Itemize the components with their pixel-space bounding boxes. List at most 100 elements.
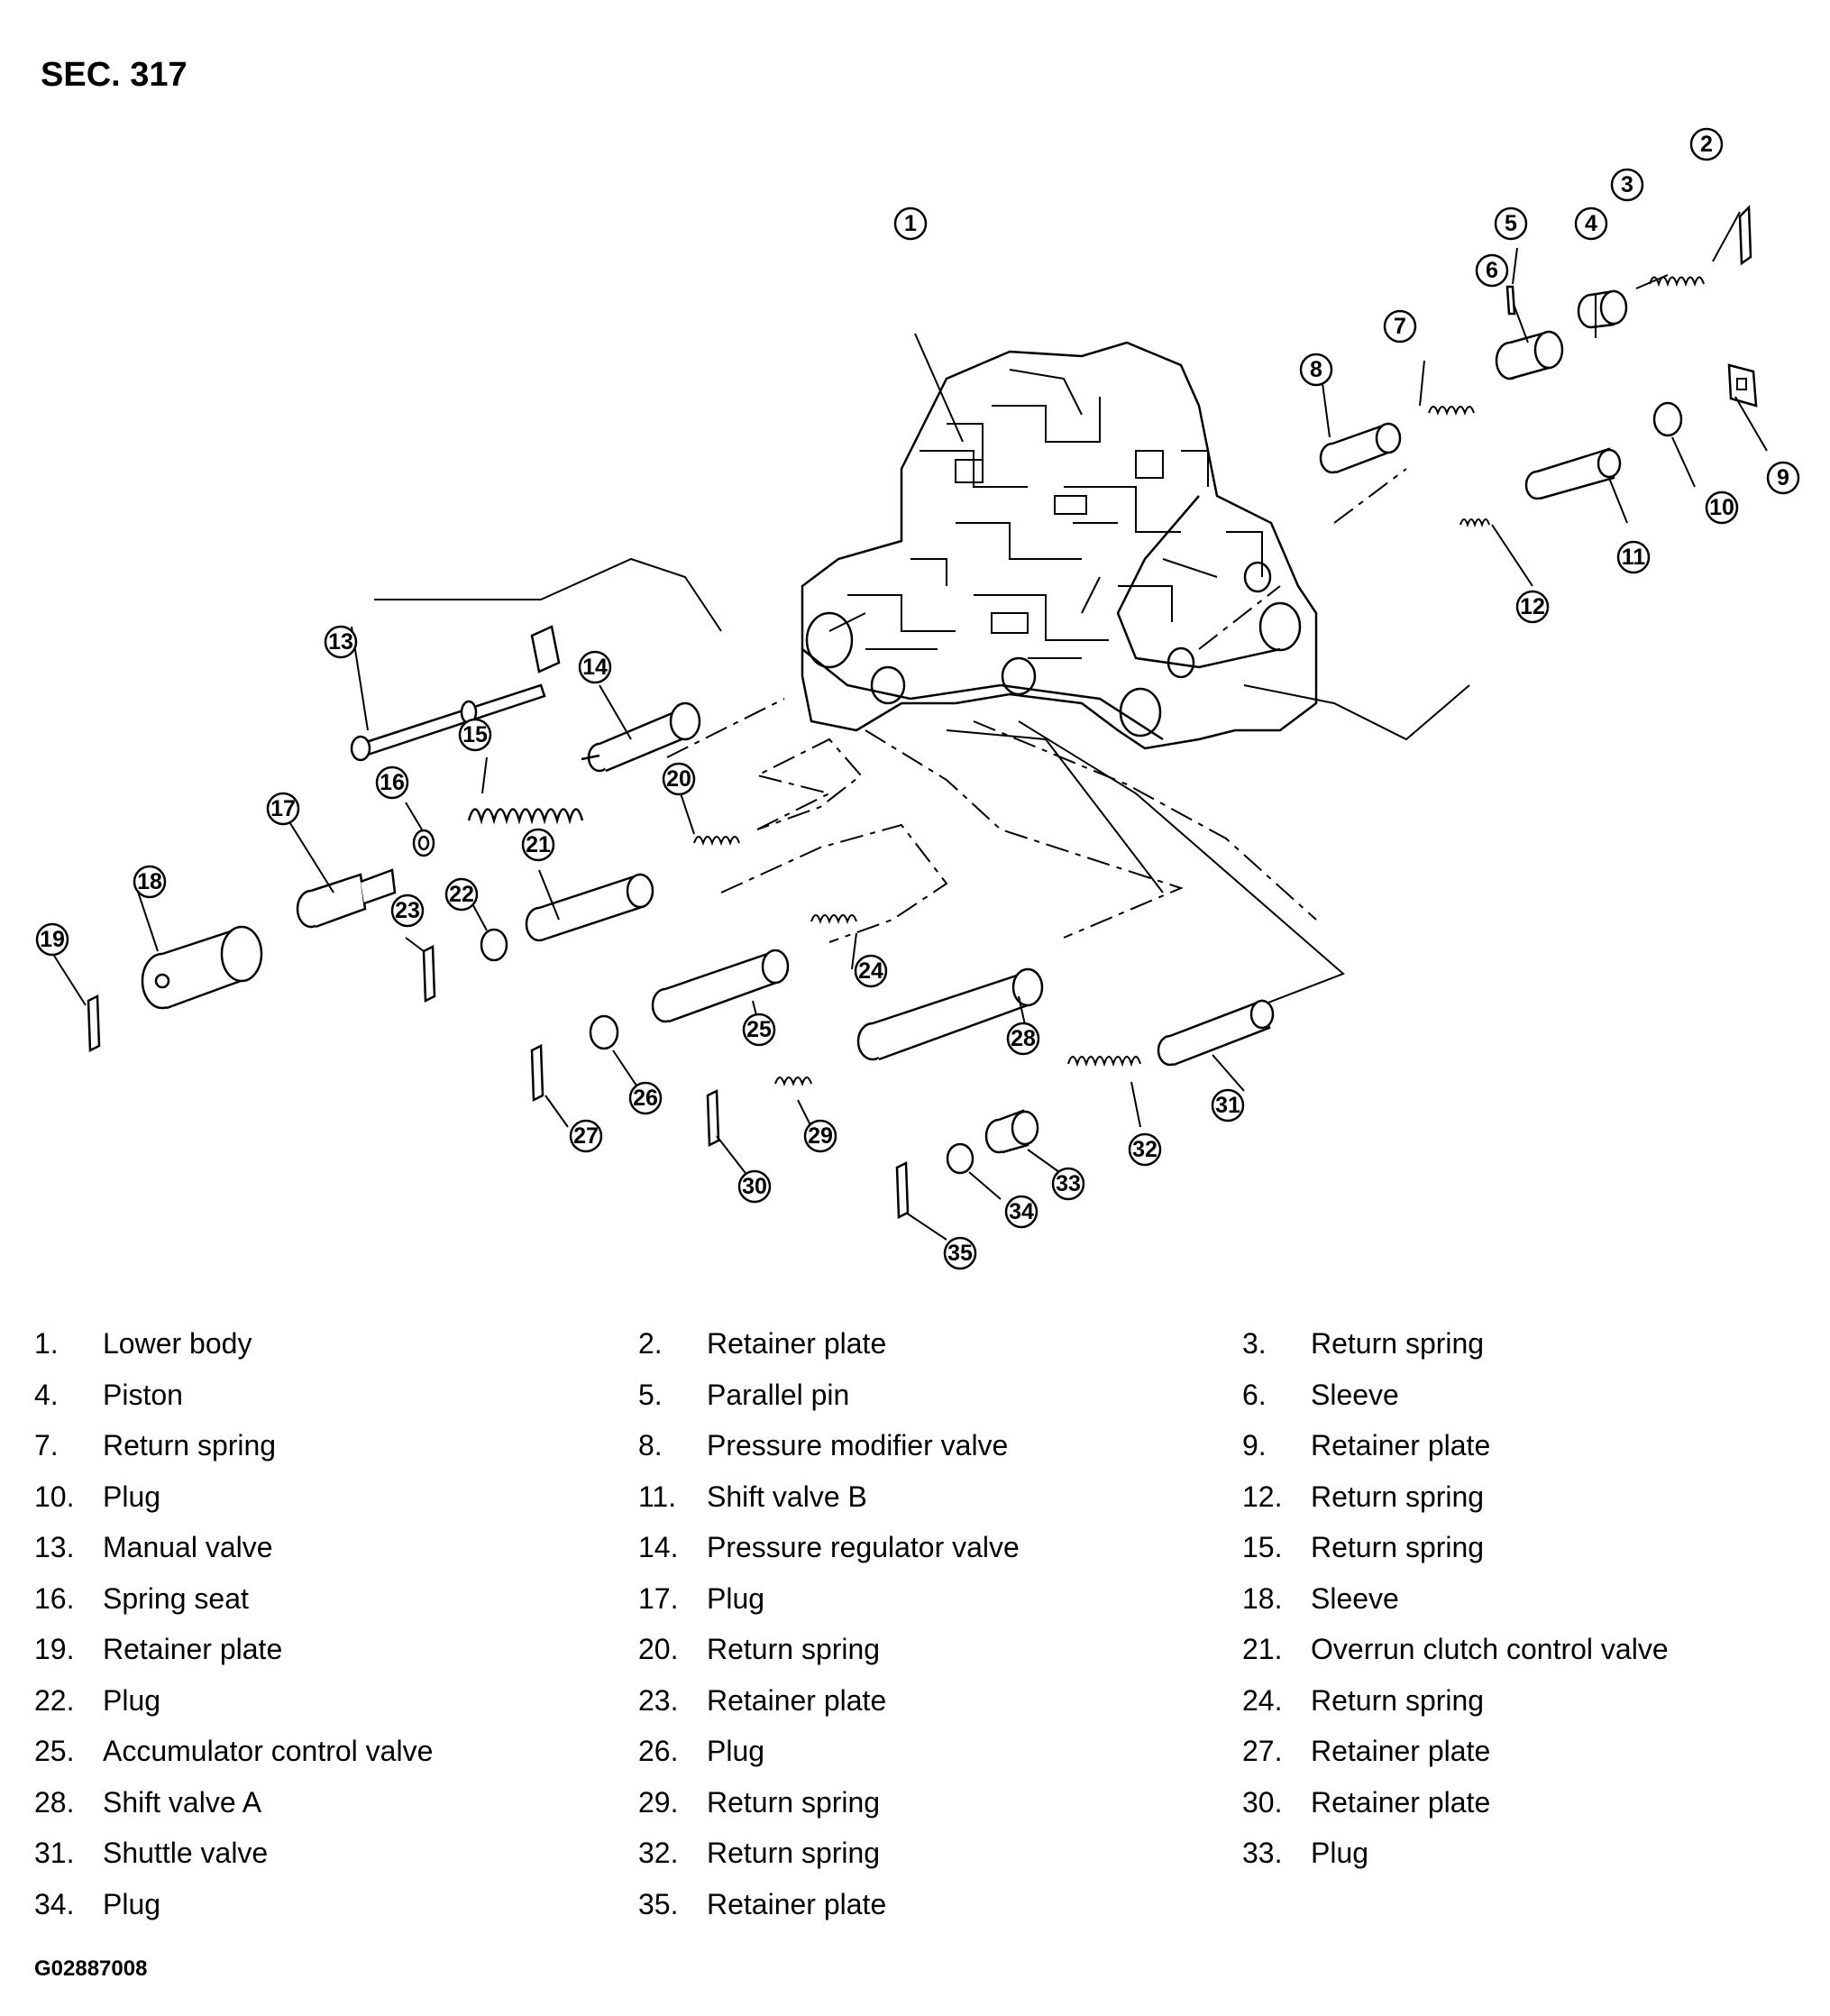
legend-number: 28. <box>34 1785 75 1819</box>
legend-text: Retainer plate <box>1311 1785 1491 1819</box>
legend-number: 8. <box>638 1429 663 1462</box>
legend-item: 21.Overrun clutch control valve <box>1242 1624 1801 1675</box>
legend-text: Parallel pin <box>707 1378 850 1411</box>
legend-item: 11.Shift valve B <box>638 1471 1242 1523</box>
legend-text: Sleeve <box>1311 1581 1399 1615</box>
legend-item: 26. Plug <box>638 1726 1242 1777</box>
legend-text: Shift valve A <box>103 1785 262 1819</box>
callout-30: 30 <box>737 1169 772 1204</box>
legend-text: Pressure regulator valve <box>707 1531 1020 1563</box>
legend-text: Return spring <box>103 1429 277 1462</box>
callout-1: 1 <box>893 206 928 241</box>
callout-2: 2 <box>1689 127 1724 161</box>
callout-circle <box>133 865 167 899</box>
callout-circle <box>1766 461 1800 495</box>
callout-13: 13 <box>324 625 358 659</box>
callout-12: 12 <box>1515 590 1550 624</box>
legend-text: Plug <box>707 1735 765 1767</box>
callout-circle <box>1299 353 1333 387</box>
legend-text: Retainer plate <box>707 1327 887 1360</box>
legend-text: Return spring <box>707 1633 881 1665</box>
callout-number: 34 <box>1009 1199 1034 1224</box>
callout-number: 22 <box>449 882 474 907</box>
callout-circle <box>1515 590 1550 624</box>
legend-item: 22.Plug <box>34 1675 638 1727</box>
callout-number: 31 <box>1215 1093 1240 1118</box>
legend-text: Retainer plate <box>1311 1429 1491 1462</box>
legend-number: 11. <box>638 1480 677 1513</box>
callout-number: 28 <box>1011 1026 1036 1051</box>
legend-number: 18. <box>1242 1581 1283 1615</box>
callout-21: 21 <box>521 828 555 862</box>
callout-number: 35 <box>947 1241 973 1266</box>
callout-number: 13 <box>328 629 353 655</box>
callout-11: 11 <box>1616 540 1651 574</box>
callout-25: 25 <box>742 1013 776 1047</box>
callout-32: 32 <box>1128 1132 1162 1167</box>
callout-number: 7 <box>1394 314 1406 339</box>
legend-text: Plug <box>707 1581 765 1615</box>
callout-15: 15 <box>458 718 492 752</box>
legend-number: 26. <box>638 1735 679 1767</box>
legend-text: Retainer plate <box>103 1633 283 1665</box>
callout-circle <box>1006 1022 1040 1056</box>
legend-item: 20.Return spring <box>638 1624 1242 1675</box>
legend-number: 24. <box>1242 1683 1283 1717</box>
legend-item: 25.Accumulator control valve <box>34 1726 638 1777</box>
callout-circle <box>628 1081 663 1115</box>
callout-circle <box>1383 309 1417 344</box>
legend-number: 21. <box>1242 1633 1283 1665</box>
callout-circle <box>390 893 425 928</box>
legend-item: 2.Retainer plate <box>638 1318 1242 1370</box>
callout-circle <box>662 762 696 796</box>
legend-number: 31. <box>34 1837 75 1869</box>
legend-number: 10. <box>34 1480 75 1513</box>
callout-28: 28 <box>1006 1022 1040 1056</box>
callout-circle <box>854 954 888 988</box>
legend-text: Plug <box>103 1480 161 1513</box>
callout-circle <box>444 877 479 912</box>
callout-number: 33 <box>1056 1171 1081 1196</box>
legend-item: 30.Retainer plate <box>1242 1777 1801 1828</box>
callout-circle <box>1616 540 1651 574</box>
callout-7: 7 <box>1383 309 1417 344</box>
parts-legend: 1.Lower body 2.Retainer plate 3.Return s… <box>34 1318 1801 1929</box>
legend-item: 15.Return spring <box>1242 1522 1801 1573</box>
callout-circle <box>1494 206 1528 241</box>
callout-6: 6 <box>1475 253 1509 288</box>
legend-text: Accumulator control valve <box>103 1735 434 1767</box>
legend-item: 13.Manual valve <box>34 1522 638 1573</box>
legend-text: Plug <box>103 1887 161 1920</box>
callout-circle <box>1051 1167 1085 1201</box>
callout-number: 23 <box>395 898 420 923</box>
legend-text: Shuttle valve <box>103 1837 269 1869</box>
callout-number: 27 <box>573 1123 599 1149</box>
callout-number: 24 <box>858 958 883 984</box>
legend-text: Manual valve <box>103 1531 273 1563</box>
callout-circle <box>1004 1195 1039 1229</box>
callout-number: 18 <box>137 869 162 894</box>
callout-number: 3 <box>1621 172 1633 197</box>
exploded-valve-body-diagram: 1234567891011121314151617181920212223242… <box>35 127 1800 1270</box>
callout-number: 6 <box>1486 258 1498 283</box>
callout-4: 4 <box>1574 206 1608 241</box>
callout-circle <box>1475 253 1509 288</box>
legend-number: 14. <box>638 1531 679 1563</box>
callout-18: 18 <box>133 865 167 899</box>
callout-number: 25 <box>746 1017 772 1042</box>
legend-number: 29. <box>638 1785 679 1819</box>
legend-text: Return spring <box>707 1785 881 1819</box>
legend-text: Retainer plate <box>707 1887 887 1920</box>
legend-number: 4. <box>34 1378 59 1411</box>
legend-item: 24.Return spring <box>1242 1675 1801 1727</box>
legend-text: Spring seat <box>103 1581 249 1615</box>
legend-text: Return spring <box>1311 1480 1485 1513</box>
callout-circle <box>1610 168 1644 202</box>
callout-number: 10 <box>1709 495 1734 520</box>
callout-number: 5 <box>1505 211 1517 236</box>
callout-33: 33 <box>1051 1167 1085 1201</box>
legend-item: 7.Return spring <box>34 1420 638 1471</box>
legend-number: 35. <box>638 1887 679 1920</box>
legend-text: Return spring <box>1311 1531 1485 1563</box>
legend-number: 5. <box>638 1378 663 1411</box>
